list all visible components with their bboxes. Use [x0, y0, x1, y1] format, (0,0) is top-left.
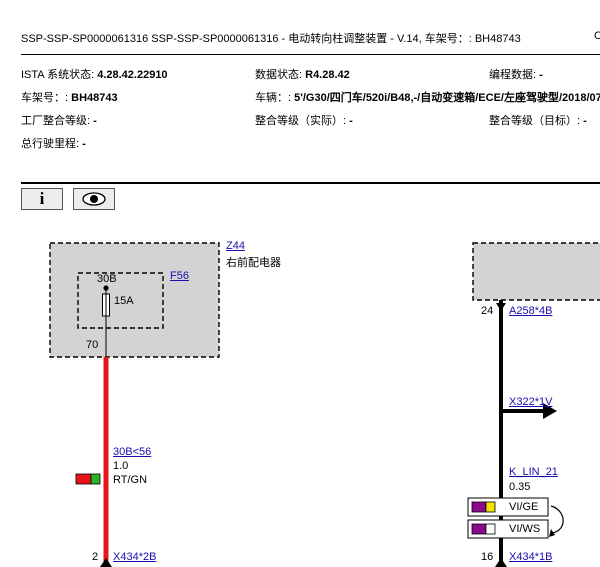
pin-24: 24	[481, 305, 494, 317]
pin-right-bottom: 16	[481, 551, 494, 563]
vehicle: 车辆：: 5'/G30/四门车/520i/B48,-/自动变速箱/ECE/左座驾…	[255, 89, 600, 105]
header-divider	[21, 54, 600, 55]
mileage-label: 总行驶里程:	[21, 138, 80, 150]
pin-left-bottom: 2	[92, 551, 99, 563]
mileage-value: -	[82, 138, 86, 150]
wire-left-size: 1.0	[113, 460, 129, 472]
pin-70: 70	[86, 339, 99, 351]
fuse-pin-label: 30B	[97, 273, 117, 285]
coding-data-label: 编程数据:	[489, 69, 537, 81]
vi-ws-swatch-white	[485, 523, 496, 535]
color-vi-ge: VI/GE	[509, 501, 539, 513]
integration-target-value: -	[583, 115, 587, 127]
vi-ge-swatch-violet	[471, 501, 487, 513]
info-icon: i	[39, 189, 45, 208]
x322-link[interactable]: X322*1V	[509, 396, 553, 408]
integration-actual: 整合等级（实际）: -	[255, 112, 353, 128]
data-status-value: R4.28.42	[305, 69, 350, 81]
factory-integration-value: -	[93, 115, 97, 127]
integration-actual-value: -	[349, 115, 353, 127]
document-title: SSP-SSP-SP0000061316 SSP-SSP-SP000006131…	[21, 33, 521, 45]
wire-left-link[interactable]: 30B<56	[113, 446, 152, 458]
x322-arrow-head	[543, 403, 557, 419]
klin-size: 0.35	[509, 481, 531, 493]
integration-target-label: 整合等级（目标）:	[489, 115, 581, 127]
klin-link[interactable]: K_LIN_21	[509, 466, 558, 478]
connector-right-link[interactable]: X434*1B	[509, 551, 553, 563]
coding-data: 编程数据: -	[489, 66, 543, 82]
vi-ws-swatch-violet	[471, 523, 487, 535]
f56-link[interactable]: F56	[170, 270, 189, 282]
wire-left-color: RT/GN	[113, 474, 148, 486]
ista-status-label: ISTA 系统状态:	[21, 69, 95, 81]
integration-target: 整合等级（目标）: -	[489, 112, 587, 128]
a258-link[interactable]: A258*4B	[509, 305, 553, 317]
fuse-rating: 15A	[114, 295, 134, 307]
coding-data-value: -	[539, 69, 543, 81]
data-status-label: 数据状态:	[255, 69, 303, 81]
vehicle-value: 5'/G30/四门车/520i/B48,-/自动变速箱/ECE/左座驾驶型/20…	[294, 92, 600, 104]
z44-link[interactable]: Z44	[226, 240, 245, 252]
x322-branch-line	[501, 409, 545, 413]
vi-ge-swatch-yellow	[485, 501, 496, 513]
color-vi-ws: VI/WS	[509, 523, 541, 535]
twisted-pair-arrow	[550, 505, 564, 534]
f56-fuse-box	[77, 272, 164, 329]
red-wire	[103, 357, 109, 562]
vehicle-label: 车辆：:	[255, 92, 292, 104]
connector-left-arrow	[100, 558, 112, 567]
ista-status: ISTA 系统状态: 4.28.42.22910	[21, 66, 168, 82]
section-divider	[21, 182, 600, 184]
view-button[interactable]	[73, 188, 115, 210]
ista-status-value: 4.28.42.22910	[97, 69, 168, 81]
title-overflow: C	[594, 30, 600, 42]
z44-name: 右前配电器	[226, 257, 281, 269]
eye-icon	[82, 192, 106, 206]
black-wire	[499, 300, 503, 562]
connector-right-arrow	[495, 558, 507, 567]
connector-left-link[interactable]: X434*2B	[113, 551, 157, 563]
factory-integration: 工厂整合等级: -	[21, 112, 97, 128]
vin-value: BH48743	[71, 92, 118, 104]
factory-integration-label: 工厂整合等级:	[21, 115, 91, 127]
integration-actual-label: 整合等级（实际）:	[255, 115, 347, 127]
mileage: 总行驶里程: -	[21, 135, 86, 151]
wire-left-swatch-red	[75, 473, 92, 485]
wire-left-swatch-green	[90, 473, 101, 485]
vin: 车架号：: BH48743	[21, 89, 118, 105]
data-status: 数据状态: R4.28.42	[255, 66, 350, 82]
info-button[interactable]: i	[21, 188, 63, 210]
vin-label: 车架号：:	[21, 92, 69, 104]
a258-component-box	[472, 242, 600, 301]
